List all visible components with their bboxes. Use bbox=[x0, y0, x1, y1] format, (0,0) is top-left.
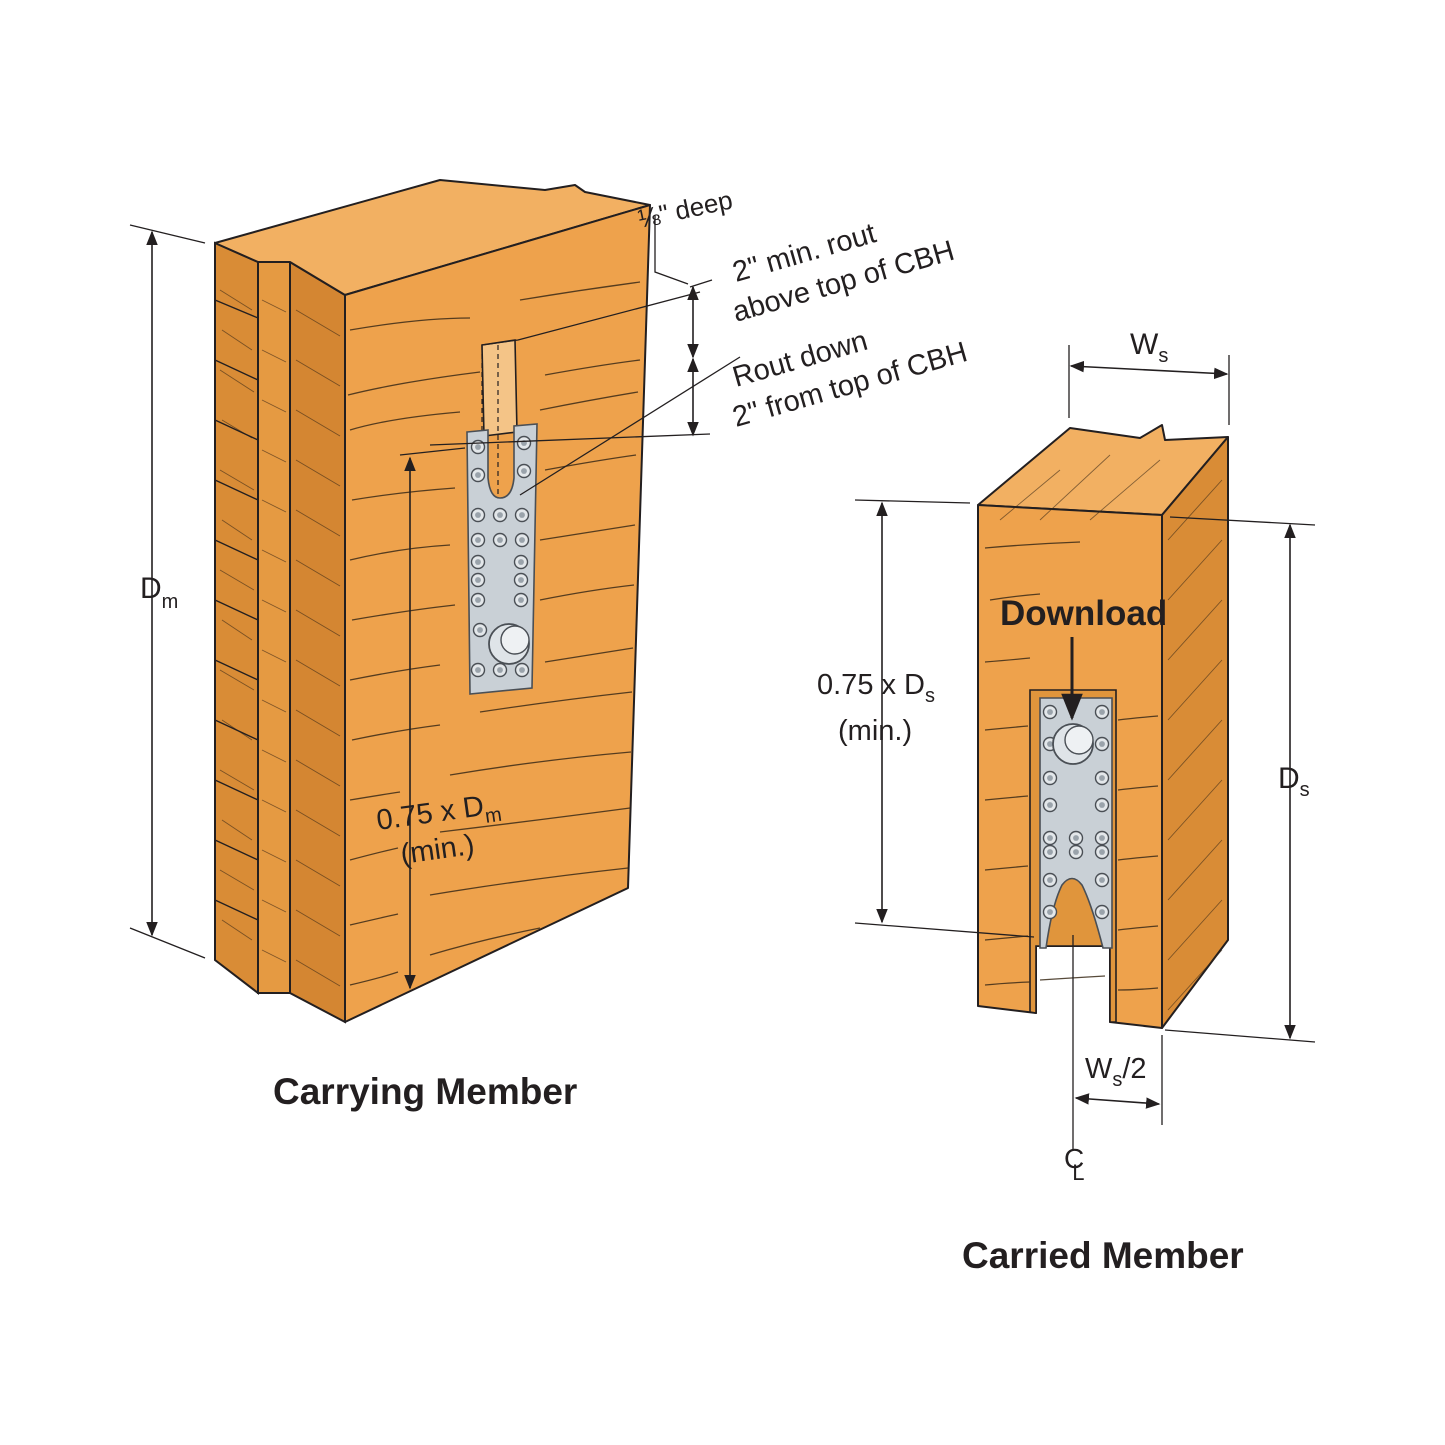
bolt-hex bbox=[475, 537, 481, 543]
carrying-side-lam-2 bbox=[257, 261, 291, 994]
carrying-top bbox=[214, 179, 651, 296]
bolt-hex bbox=[1099, 849, 1105, 855]
carried-hanger-plate bbox=[1039, 697, 1113, 949]
bolt-hex bbox=[519, 512, 525, 518]
bolt-hex bbox=[1073, 849, 1079, 855]
bolt-hex bbox=[519, 667, 525, 673]
bolt-hex bbox=[475, 597, 481, 603]
carried-depth-label: Ds bbox=[1278, 762, 1310, 801]
carried-width-label: Ws bbox=[1130, 328, 1168, 367]
carried-member-caption: Carried Member bbox=[962, 1235, 1244, 1276]
bolt-hex bbox=[1047, 709, 1053, 715]
bolt-hex bbox=[1099, 877, 1105, 883]
bolt-hex bbox=[1047, 741, 1053, 747]
bolt-hex bbox=[475, 577, 481, 583]
bolt-hex bbox=[1099, 709, 1105, 715]
bolt-hex bbox=[1047, 849, 1053, 855]
bolt-hex bbox=[1099, 741, 1105, 747]
bolt-hex bbox=[477, 627, 483, 633]
bolt-hex bbox=[521, 468, 527, 474]
carried-min-depth-label: 0.75 x Ds bbox=[817, 669, 935, 707]
carried-member: Download bbox=[977, 424, 1229, 1029]
carried-min-label: (min.) bbox=[838, 715, 912, 747]
bolt-hex bbox=[1099, 909, 1105, 915]
centerline-label: CL bbox=[1064, 1143, 1084, 1185]
bolt-hex bbox=[475, 667, 481, 673]
bolt-hex bbox=[1099, 802, 1105, 808]
carried-half-width-label: Ws/2 bbox=[1085, 1053, 1147, 1091]
carrying-side-lam-1 bbox=[214, 241, 259, 996]
carrying-hanger-plate bbox=[466, 423, 538, 695]
bolt-hex bbox=[475, 559, 481, 565]
bolt-hex bbox=[497, 667, 503, 673]
bolt-hex bbox=[497, 512, 503, 518]
bolt-hex bbox=[1047, 802, 1053, 808]
carried-dimensions: Ws 0.75 x Ds (min.) Ds Ws/2 CL bbox=[817, 328, 1316, 1185]
bolt-hex bbox=[475, 512, 481, 518]
bolt-hex bbox=[519, 537, 525, 543]
bolt-hex bbox=[1047, 909, 1053, 915]
download-label: Download bbox=[1000, 594, 1167, 633]
bolt-hex bbox=[1047, 775, 1053, 781]
rout-depth-note: ⅛" deep bbox=[635, 185, 735, 234]
carrying-member bbox=[214, 179, 701, 1024]
carried-grain bbox=[984, 454, 1223, 1011]
carrying-rout-slot bbox=[481, 291, 701, 500]
carrying-grain bbox=[347, 281, 641, 986]
bolt-hex bbox=[1047, 835, 1053, 841]
bolt-hex bbox=[1073, 835, 1079, 841]
bolt-hex bbox=[518, 597, 524, 603]
bolt-hex bbox=[1099, 835, 1105, 841]
carrying-endgrain bbox=[214, 289, 341, 987]
bolt-hex bbox=[1047, 877, 1053, 883]
bolt-hex bbox=[518, 559, 524, 565]
bolt-hex bbox=[518, 577, 524, 583]
bolt-hex bbox=[475, 472, 481, 478]
carrying-depth-label: Dm bbox=[140, 572, 178, 613]
bolt-hex bbox=[1099, 775, 1105, 781]
carried-side bbox=[1161, 436, 1229, 1029]
bolt-hex bbox=[497, 537, 503, 543]
carrying-member-caption: Carrying Member bbox=[273, 1071, 577, 1112]
carrying-side-lam-3 bbox=[289, 260, 346, 1024]
bolt-hex bbox=[475, 444, 481, 450]
